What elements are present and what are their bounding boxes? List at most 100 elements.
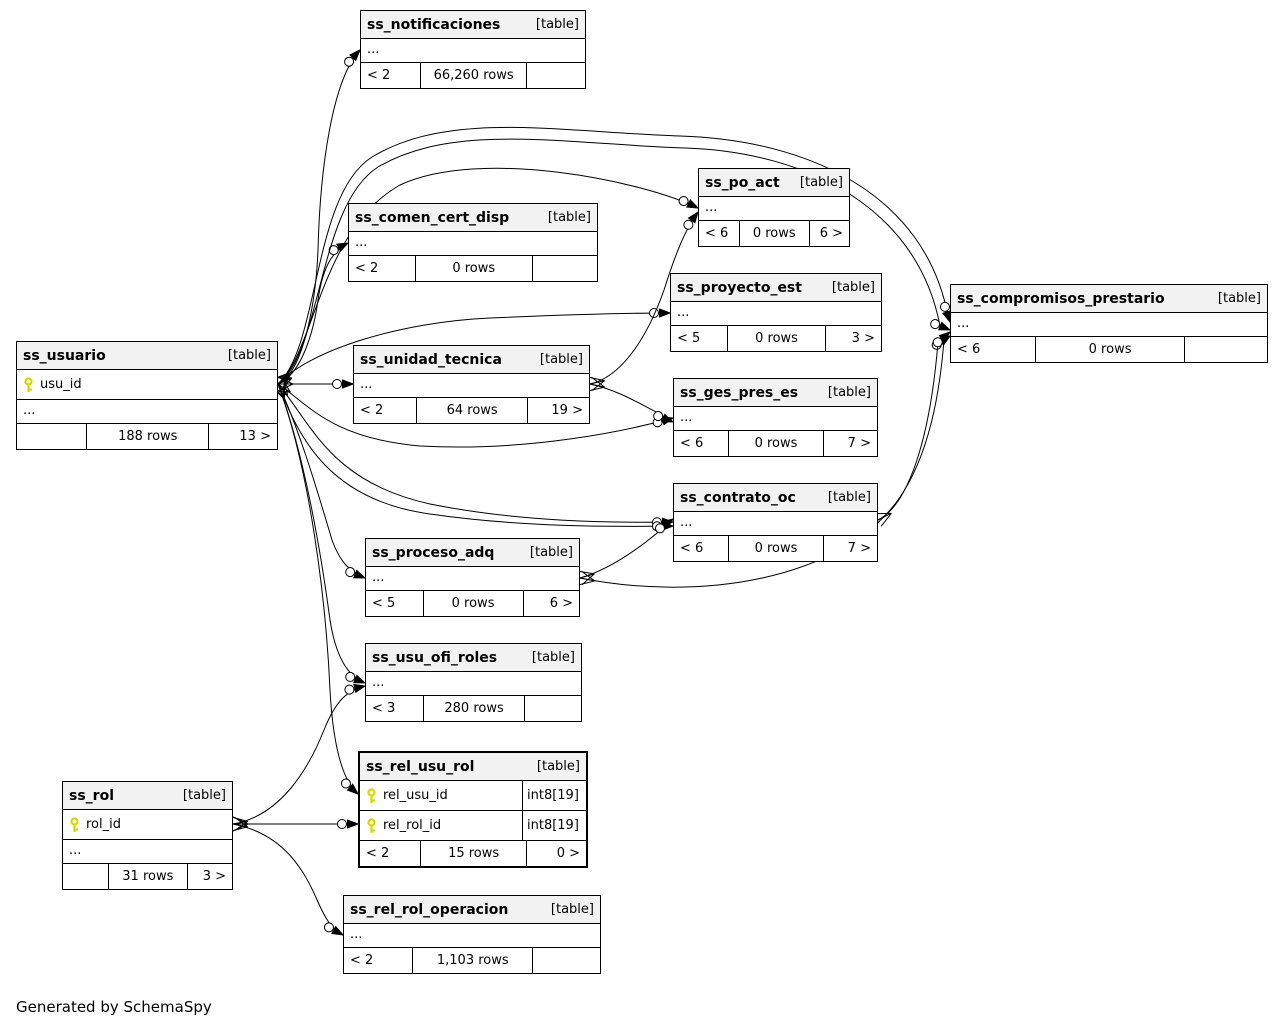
table-name[interactable]: ss_unidad_tecnica — [360, 351, 502, 368]
table-header: ss_proyecto_est [table] — [671, 274, 881, 302]
children-count: 7 > — [847, 436, 871, 451]
children-count: 6 > — [819, 226, 843, 241]
children-count: 3 > — [202, 869, 226, 884]
row-count: 0 rows — [728, 326, 827, 351]
table-name[interactable]: ss_compromisos_prestario — [957, 290, 1165, 307]
fk-count: < 2 — [360, 841, 422, 866]
table-badge: [table] — [831, 280, 875, 295]
fk-count: < 6 — [699, 221, 740, 246]
row-count: 66,260 rows — [421, 63, 527, 88]
table-header: ss_usu_ofi_roles [table] — [366, 644, 581, 672]
table-badge: [table] — [827, 490, 871, 505]
fk-count — [63, 864, 109, 889]
children-count: 13 > — [239, 429, 271, 444]
columns-ellipsis-row: ... — [671, 302, 881, 326]
row-count: 0 rows — [424, 591, 524, 616]
column-row-usu_id: usu_id — [17, 370, 277, 400]
children-count — [527, 63, 585, 88]
primary-key-icon — [70, 816, 79, 832]
table-badge: [table] — [799, 175, 843, 190]
edge-unidad-ges-pres-es — [588, 376, 675, 423]
table-name[interactable]: ss_notificaciones — [367, 16, 501, 33]
edge-usuario-compromisos-1 — [273, 126, 952, 390]
children-count: 19 > — [551, 403, 583, 418]
fk-count: < 5 — [366, 591, 424, 616]
table-header: ss_rel_rol_operacion[table] — [344, 896, 600, 924]
edge-rol-rel-rol-operacion — [231, 816, 345, 936]
primary-key-icon — [367, 787, 376, 803]
table-name[interactable]: ss_contrato_oc — [680, 489, 796, 506]
fk-count: < 5 — [671, 326, 728, 351]
table-name[interactable]: ss_rel_usu_rol — [366, 758, 475, 775]
columns-ellipsis-row: ... — [674, 407, 877, 431]
table-name[interactable]: ss_usuario — [23, 347, 106, 364]
table-header: ss_unidad_tecnica [table] — [354, 346, 589, 374]
row-count: 280 rows — [424, 696, 526, 721]
fk-count: < 2 — [349, 256, 416, 281]
table-badge: [table] — [531, 650, 575, 665]
edge-usuario-comen-cert-disp — [275, 242, 350, 391]
table-badge: [table] — [827, 385, 871, 400]
fk-count: < 2 — [361, 63, 422, 88]
table-name[interactable]: ss_usu_ofi_roles — [372, 649, 498, 666]
edge-rol-usu-ofi-roles — [231, 683, 367, 832]
row-count: 0 rows — [740, 221, 810, 246]
table-name[interactable]: ss_comen_cert_disp — [355, 209, 510, 226]
table-badge: [table] — [539, 352, 583, 367]
table-header: ss_rel_usu_rol[table] — [360, 753, 586, 781]
table-badge: [table] — [529, 545, 573, 560]
column-name: rel_rol_id — [383, 818, 442, 833]
table-name[interactable]: ss_rol — [69, 787, 114, 804]
fk-count: < 6 — [951, 337, 1037, 362]
fk-count: < 6 — [674, 536, 729, 561]
columns-ellipsis-row: ... — [366, 567, 579, 591]
table-name[interactable]: ss_proceso_adq — [372, 544, 495, 561]
table-header: ss_usuario [table] — [17, 342, 277, 370]
table-badge: [table] — [1217, 291, 1261, 306]
primary-key-icon — [24, 376, 33, 392]
table-badge: [table] — [227, 348, 271, 363]
columns-ellipsis-row: ... — [699, 197, 849, 221]
row-count: 15 rows — [421, 841, 528, 866]
children-count — [525, 696, 581, 721]
row-count: 188 rows — [87, 424, 210, 449]
row-count: 64 rows — [417, 398, 528, 423]
table-name[interactable]: ss_rel_rol_operacion — [350, 901, 509, 918]
table-name[interactable]: ss_po_act — [705, 174, 780, 191]
table-badge: [table] — [547, 210, 591, 225]
children-count — [533, 256, 597, 281]
row-count: 0 rows — [416, 256, 533, 281]
column-name: rel_usu_id — [383, 788, 448, 803]
table-name[interactable]: ss_ges_pres_es — [680, 384, 799, 401]
columns-ellipsis-row: ... — [63, 840, 232, 864]
column-name: usu_id — [40, 377, 82, 392]
columns-ellipsis-row: ... — [674, 512, 877, 536]
table-name[interactable]: ss_proyecto_est — [677, 279, 802, 296]
column-row-rol_id: rol_id — [63, 810, 232, 840]
children-count: 6 > — [549, 596, 573, 611]
